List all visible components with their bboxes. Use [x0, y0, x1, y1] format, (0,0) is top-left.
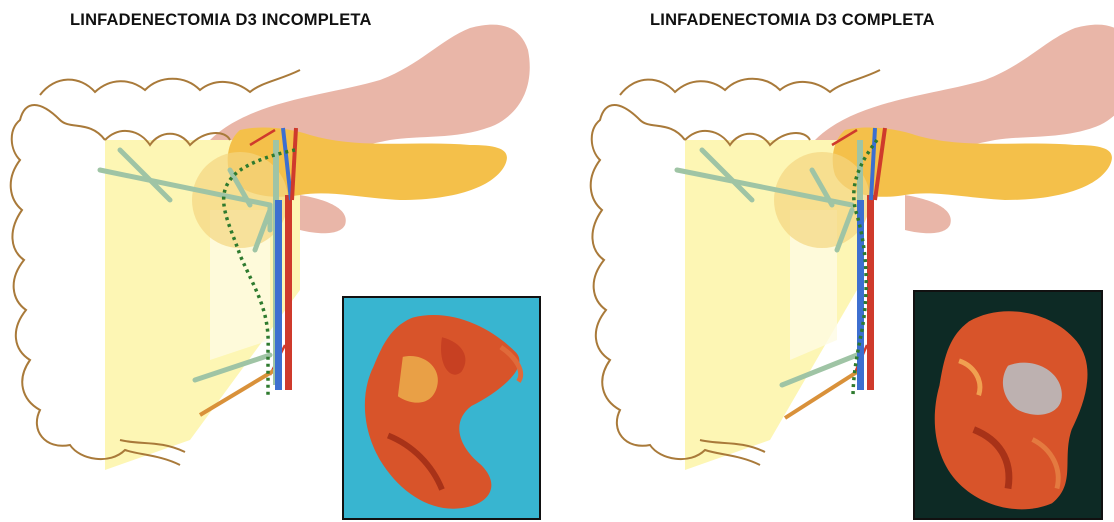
panel-complete-d3: LINFADENECTOMIA D3 COMPLETA: [557, 0, 1114, 522]
specimen-photo-complete: [913, 290, 1103, 520]
superior-mesenteric-artery: [867, 195, 874, 390]
specimen-photo-incomplete: [342, 296, 541, 520]
superior-mesenteric-artery: [285, 195, 292, 390]
duodenum-shape: [905, 195, 951, 233]
duodenum-shape: [300, 195, 346, 233]
panel-incomplete-d3: LINFADENECTOMIA D3 INCOMPLETA: [0, 0, 557, 522]
superior-mesenteric-vein: [275, 200, 282, 390]
superior-mesenteric-vein: [857, 200, 864, 390]
